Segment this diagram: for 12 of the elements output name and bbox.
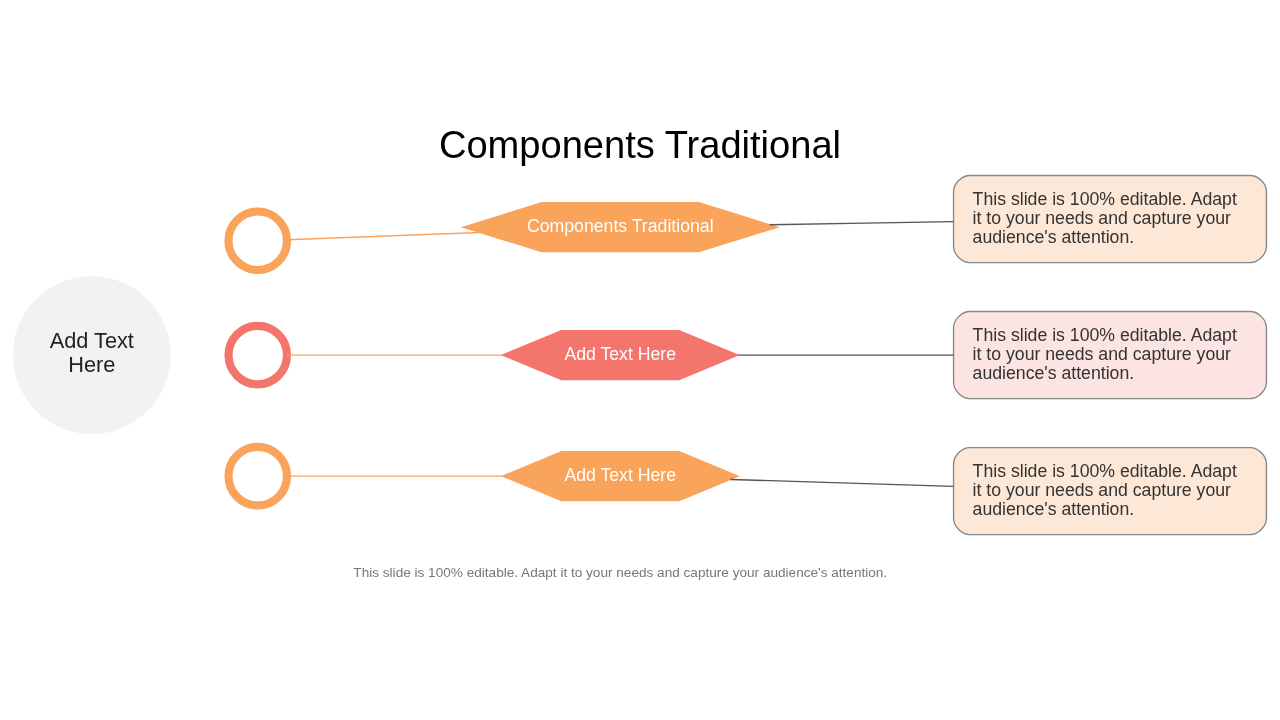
node-box: This slide is 100% editable. Adapt it to your needs and capture your audience's attention. xyxy=(952,310,1268,399)
connector xyxy=(286,353,504,356)
diagram-title: Components Traditional xyxy=(438,123,842,166)
node-box: This slide is 100% editable. Adapt it to your needs and capture your audience's attention. xyxy=(952,446,1268,535)
node-circle xyxy=(224,321,292,388)
connector xyxy=(737,353,954,356)
caption: This slide is 100% editable. Adapt it to your needs and capture your audience's attention. xyxy=(353,564,888,580)
node-circle xyxy=(224,206,292,274)
node-circle xyxy=(224,442,292,509)
node-box: This slide is 100% editable. Adapt it to your needs and capture your audience's attention. xyxy=(952,174,1268,263)
connector xyxy=(729,478,954,487)
connector xyxy=(769,220,954,225)
